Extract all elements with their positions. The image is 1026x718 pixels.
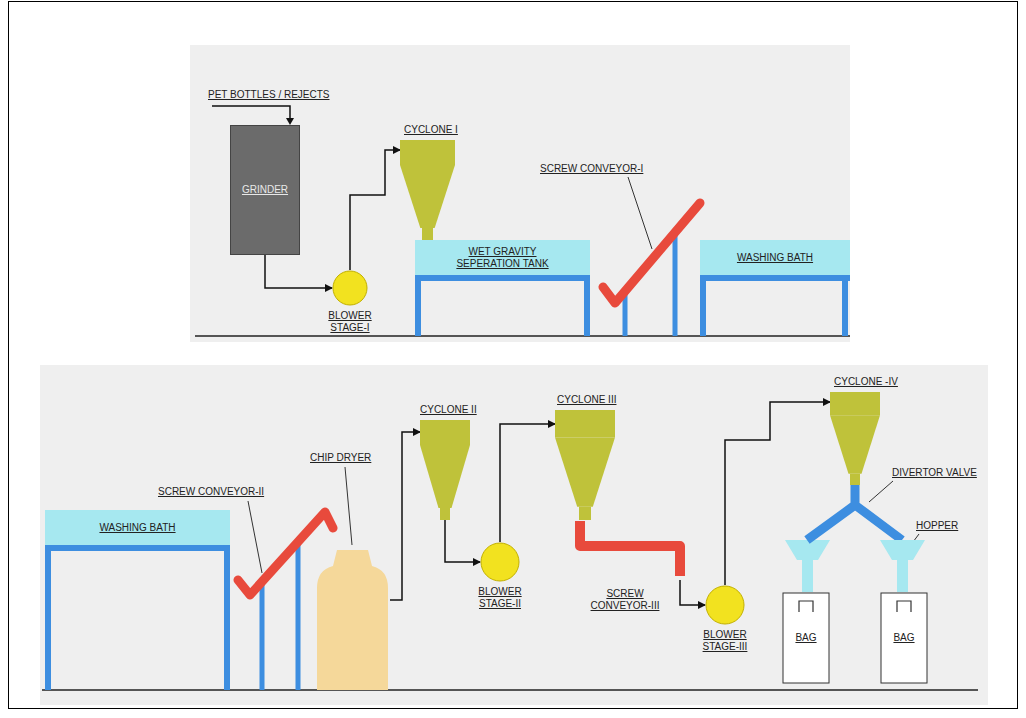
dryer-outline — [315, 548, 390, 690]
pipe-connector — [680, 580, 705, 605]
hopper-spout — [897, 568, 908, 592]
tank-frame — [418, 275, 587, 336]
circle-outline — [480, 542, 520, 582]
circle-outline — [332, 270, 368, 306]
hopper-shape — [785, 540, 830, 560]
bag-box: BAG — [880, 592, 928, 684]
node-label: WASHING BATH — [737, 252, 813, 264]
bath-band: WASHING BATH — [700, 240, 850, 275]
node-label: CYCLONE II — [420, 404, 510, 416]
node-label: CYCLONE III — [557, 394, 647, 406]
cyclone: CYCLONE -IV — [830, 392, 880, 485]
node-label: HOPPER — [916, 520, 976, 532]
outer-border — [9, 2, 1018, 709]
bath-frame — [48, 545, 230, 690]
cyclone-outline — [830, 392, 880, 485]
node-label: GRINDER — [242, 184, 288, 196]
floor-line — [195, 335, 850, 337]
pipe-connector — [500, 424, 555, 542]
hopper-spout — [802, 560, 813, 592]
node-label: WET GRAVITY SEPERATION TANK — [443, 246, 563, 270]
cyclone: CYCLONE II — [420, 420, 470, 520]
circle-outline — [705, 585, 745, 625]
valve-outline — [790, 485, 915, 540]
leader-line — [345, 467, 352, 545]
blower-circle: BLOWER STAGE-II — [480, 542, 520, 582]
node-label: CYCLONE I — [404, 124, 494, 136]
pipe-connector — [445, 520, 480, 562]
pipe-connector — [390, 432, 420, 600]
cyclone-outline — [400, 140, 455, 240]
cyclone: CYCLONE I — [400, 140, 455, 240]
top-panel — [190, 45, 850, 342]
node-label: SCREW CONVEYOR-I — [540, 163, 660, 175]
screw3-outline — [572, 518, 690, 580]
cyclone-outline — [420, 420, 470, 520]
screw1-outline — [595, 195, 705, 310]
grinder-box: GRINDER — [230, 125, 300, 255]
tank-band: WET GRAVITY SEPERATION TANK — [415, 240, 590, 275]
node-label: CYCLONE -IV — [834, 376, 924, 388]
leader-line — [869, 481, 893, 502]
bottom-panel — [40, 365, 988, 705]
node-label: BAG — [795, 632, 816, 644]
node-label: WASHING BATH — [99, 522, 175, 534]
feed-label: PET BOTTLES / REJECTS — [208, 89, 330, 101]
pipe-connector — [265, 255, 332, 288]
hopper: HOPPER — [880, 540, 925, 568]
bath-band: WASHING BATH — [45, 510, 230, 545]
blower-circle: BLOWER STAGE-III — [705, 585, 745, 625]
hopper-outline — [880, 540, 925, 568]
node-label: DIVERTOR VALVE — [892, 467, 984, 479]
feed-arrowhead — [286, 118, 294, 125]
node-label: BLOWER STAGE-I — [322, 310, 378, 334]
chip-dryer: CHIP DRYER — [315, 548, 390, 690]
pipe-connector — [725, 402, 830, 585]
blower-circle: BLOWER STAGE-I — [332, 270, 368, 306]
cyclone: CYCLONE III — [555, 410, 615, 520]
label-anchor: PET BOTTLES / REJECTS — [208, 89, 330, 101]
node-label: BLOWER STAGE-II — [469, 586, 531, 610]
cyclone-outline — [555, 410, 615, 520]
bath-frame — [703, 275, 850, 336]
floor-line — [42, 689, 978, 691]
leader-line — [628, 177, 652, 249]
node-label: BLOWER STAGE-III — [692, 629, 758, 653]
screw-conveyor: SCREW CONVEYOR-III — [572, 518, 690, 580]
bag-box: BAG — [782, 592, 830, 684]
pipe-connector — [350, 150, 400, 270]
feed-line — [212, 106, 290, 119]
screw-conveyor: SCREW CONVEYOR-I — [595, 195, 705, 310]
node-label: SCREW CONVEYOR-III — [588, 588, 662, 612]
leader-line — [248, 501, 262, 573]
node-label: SCREW CONVEYOR-II — [158, 486, 278, 498]
divertor-valve: DIVERTOR VALVE — [790, 485, 915, 540]
node-label: BAG — [893, 632, 914, 644]
node-label: CHIP DRYER — [310, 452, 390, 464]
